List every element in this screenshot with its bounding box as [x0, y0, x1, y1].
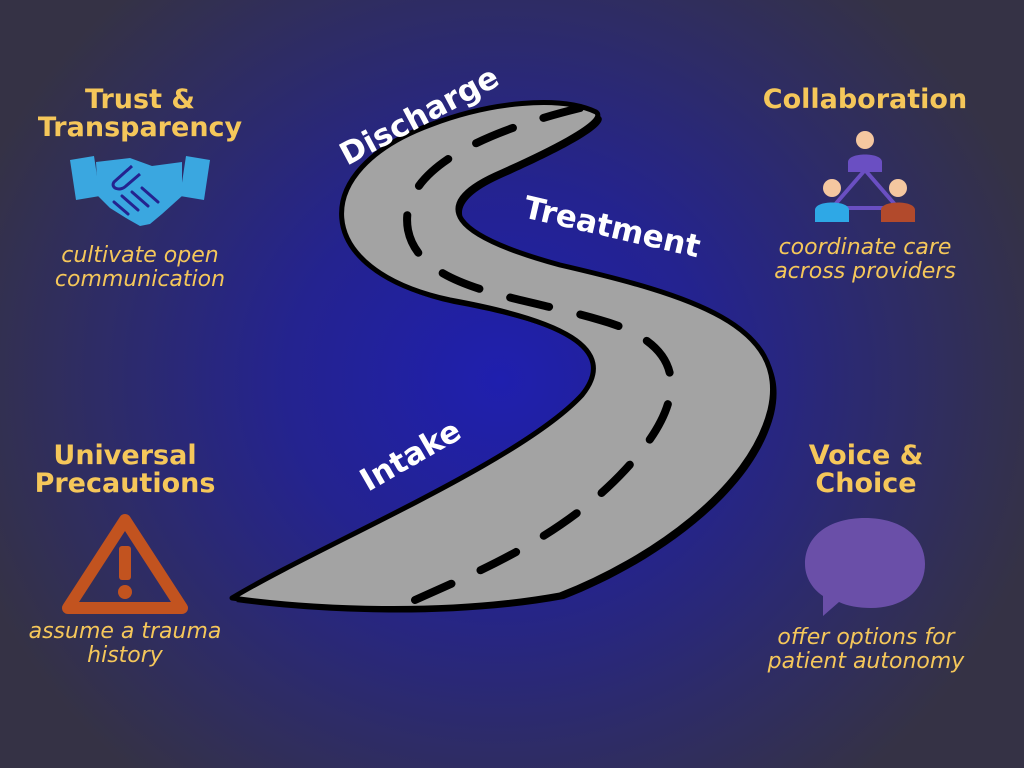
- desc-line: offer options for: [777, 625, 955, 650]
- panel-desc: assume a trauma history: [10, 620, 240, 668]
- panel-title: Universal Precautions: [10, 442, 240, 498]
- desc-line: assume a trauma: [28, 619, 222, 644]
- title-line: Choice: [815, 468, 917, 499]
- title-line: Transparency: [37, 112, 243, 143]
- title-line: Trust &: [85, 84, 195, 115]
- desc-line: history: [87, 643, 163, 668]
- desc-line: communication: [54, 267, 226, 292]
- speech-bubble-icon: [805, 518, 925, 616]
- desc-line: across providers: [774, 259, 956, 284]
- desc-line: cultivate open: [61, 243, 219, 268]
- handshake-icon: [70, 156, 210, 226]
- warning-icon: [62, 514, 188, 614]
- panel-title: Trust & Transparency: [30, 86, 250, 142]
- title-line: Collaboration: [762, 84, 968, 115]
- panel-trust-transparency: Trust & Transparency cultivate open comm…: [30, 86, 250, 292]
- panel-collaboration: Collaboration coordinate care across pro…: [750, 86, 980, 284]
- stage-label-treatment: Treatment: [520, 190, 704, 266]
- road-center-line: [403, 104, 675, 604]
- desc-line: patient autonomy: [767, 649, 965, 674]
- team-network-icon: [815, 131, 915, 222]
- panel-desc: offer options for patient autonomy: [752, 626, 980, 674]
- panel-universal-precautions: Universal Precautions assume a trauma hi…: [10, 442, 240, 668]
- title-line: Voice &: [808, 440, 924, 471]
- panel-voice-choice: Voice & Choice offer options for patient…: [752, 442, 980, 674]
- panel-desc: coordinate care across providers: [750, 236, 980, 284]
- panel-title: Collaboration: [750, 86, 980, 114]
- desc-line: coordinate care: [778, 235, 952, 260]
- panel-title: Voice & Choice: [752, 442, 980, 498]
- title-line: Precautions: [34, 468, 216, 499]
- title-line: Universal: [53, 440, 197, 471]
- panel-desc: cultivate open communication: [30, 244, 250, 292]
- road-body: [229, 100, 775, 612]
